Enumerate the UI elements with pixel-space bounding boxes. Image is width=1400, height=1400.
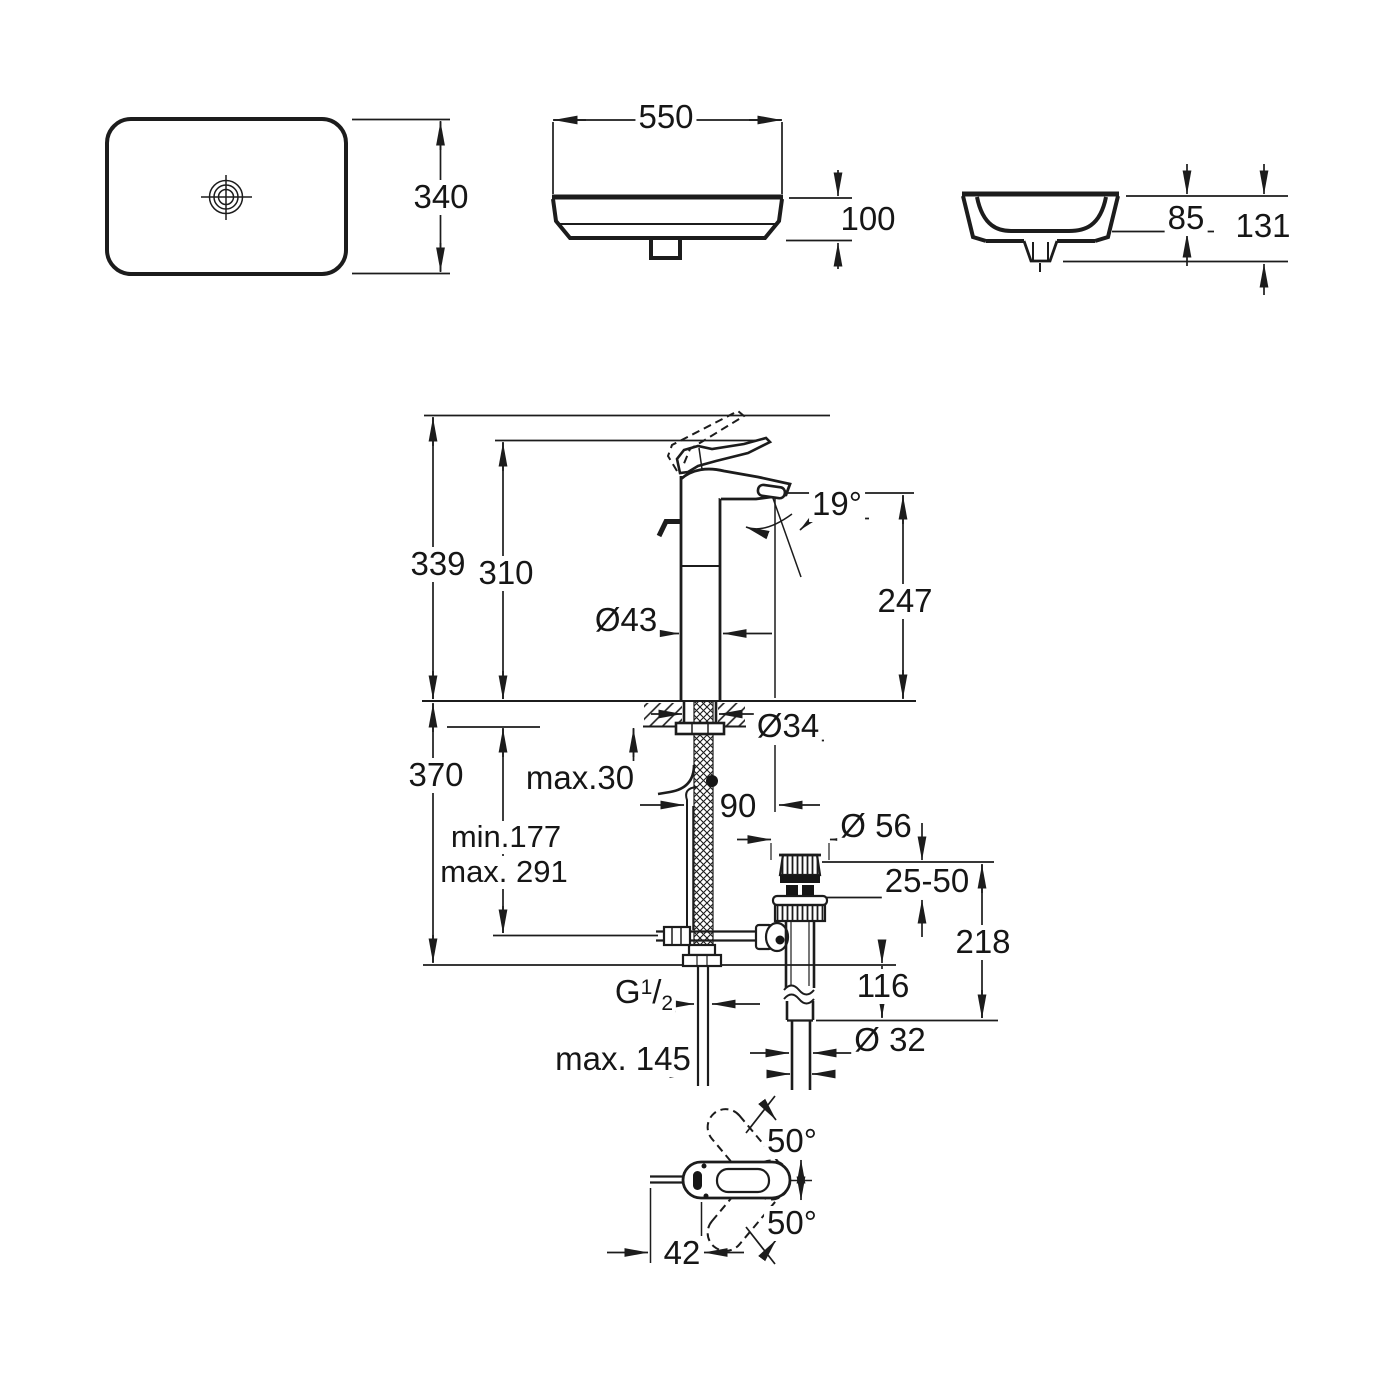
dim-116-label: 116 (853, 968, 913, 1004)
thread-base: G (614, 973, 641, 1010)
dim-max291-label: max. 291 (437, 855, 571, 889)
basin-front-view (551, 115, 852, 269)
dim-32-label: Ø 32 (851, 1022, 929, 1058)
dim-max145-label: max. 145 (552, 1041, 694, 1077)
dim-100-label: 100 (837, 201, 899, 237)
dim-56-label: Ø 56 (837, 808, 915, 844)
dim-310-label: 310 (475, 555, 537, 591)
handle-top-view (607, 1095, 812, 1265)
dim-2550-label: 25-50 (881, 863, 973, 899)
thread-denominator: 2 (661, 992, 674, 1015)
thread-numerator: 1 (640, 976, 653, 999)
dim-85-label: 85 (1164, 200, 1208, 236)
dim-218-label: 218 (952, 924, 1014, 960)
dim-50down-label: 50° (764, 1205, 820, 1241)
dim-370-label: 370 (405, 757, 467, 793)
drain-assembly (656, 823, 998, 1090)
dim-340-label: 340 (410, 179, 472, 215)
dim-43-label: Ø43 (591, 602, 661, 638)
dim-g12-label: G1/2 (611, 973, 677, 1016)
dim-min177-label: min.177 (447, 820, 565, 854)
dim-19deg-label: 19° (809, 486, 865, 522)
basin-top-view (105, 117, 450, 276)
dim-50up-label: 50° (764, 1123, 820, 1159)
thread-slash: / (652, 973, 662, 1010)
dim-550-label: 550 (635, 99, 697, 135)
dim-34-label: Ø34 (753, 708, 823, 744)
dim-131-label: 131 (1232, 208, 1294, 244)
dim-247-label: 247 (874, 583, 936, 619)
dim-max30-label: max.30 (522, 760, 638, 796)
dim-339-label: 339 (407, 546, 469, 582)
dim-42-label: 42 (660, 1235, 704, 1271)
dim-90-label: 90 (716, 788, 760, 824)
